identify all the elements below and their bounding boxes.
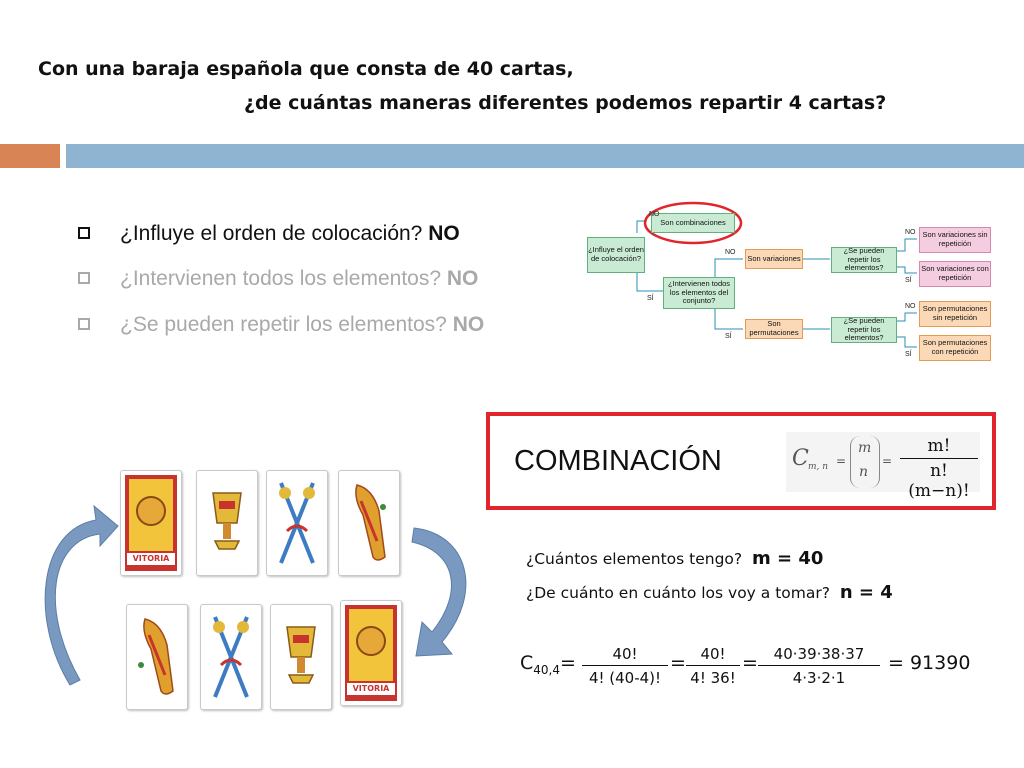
formula-symbol: C [792, 446, 809, 471]
question-text: ¿Influye el orden de colocación? [120, 222, 429, 245]
calc-subscript: 40,4 [533, 662, 560, 677]
formula-eq-2: = [882, 454, 893, 468]
checkbox-bullet-icon [78, 318, 90, 330]
calc-eq: = [560, 652, 576, 674]
card-club-top [338, 470, 400, 576]
title-line-2: ¿de cuántas maneras diferentes podemos r… [244, 92, 887, 114]
highlight-circle [643, 201, 743, 245]
flow-variaciones-con: Son variaciones con repetición [919, 261, 991, 287]
flow-repetir-variaciones: ¿Se pueden repetir los elementos? [831, 246, 897, 273]
given-n-question: ¿De cuánto en cuánto los voy a tomar? [526, 584, 830, 602]
fraction-denominator: 4·3·2·1 [792, 669, 846, 687]
orange-header-bar [0, 144, 60, 168]
combination-label: COMBINACIÓN [514, 445, 722, 477]
flow-label-si: SÍ [725, 333, 732, 340]
calc-fraction-1: 40! 4! (40-4)! [582, 645, 668, 687]
calc-lhs: C40,4= [520, 652, 576, 677]
fraction-numerator: 40! [686, 645, 740, 666]
fraction-denominator: 4! (40-4)! [588, 669, 662, 687]
binomial-bottom: n [859, 464, 869, 480]
checkbox-bullet-icon [78, 272, 90, 284]
card-cup-top [196, 470, 258, 576]
card-swords-bottom [200, 604, 262, 710]
formula-fraction: m! n!(m−n)! [900, 436, 978, 501]
calc-fraction-3: 40·39·38·37 4·3·2·1 [758, 645, 880, 687]
flow-variaciones: Son variaciones [745, 249, 803, 269]
formula-eq-1: = [836, 454, 847, 468]
card-label: VITORIA [132, 554, 170, 563]
combination-formula: C m, n = m n = m! n!(m−n)! [786, 432, 980, 501]
curved-arrow-left-icon [44, 504, 119, 686]
title-line-1: Con una baraja española que consta de 40… [38, 58, 574, 80]
flow-label-no: NO [725, 249, 736, 256]
calc-eq-3: = [742, 652, 758, 674]
question-repeat: ¿Se pueden repetir los elementos? NO [78, 313, 484, 337]
flow-label-no: NO [649, 211, 660, 218]
question-answer: NO [428, 222, 460, 245]
card-king-coins-bottom: VITORIA [340, 600, 402, 706]
calc-fraction-2: 40! 4! 36! [686, 645, 740, 687]
checkbox-bullet-icon [78, 227, 90, 239]
combination-box [486, 412, 996, 510]
question-answer: NO [446, 267, 479, 290]
question-order: ¿Influye el orden de colocación? NO [78, 222, 460, 246]
card-club-bottom [126, 604, 188, 710]
given-m-question: ¿Cuántos elementos tengo? [526, 550, 743, 568]
flow-intervienen: ¿Intervienen todos los elementos del con… [663, 277, 735, 309]
decision-flowchart: ¿Influye el orden de colocación? Son com… [575, 195, 995, 373]
given-m: ¿Cuántos elementos tengo? m = 40 [526, 548, 823, 569]
formula-denominator: n!(m−n)! [908, 461, 970, 501]
card-cup-bottom [270, 604, 332, 710]
blue-header-bar [66, 144, 1024, 168]
formula-subscript: m, n [808, 462, 829, 472]
question-text: ¿Se pueden repetir los elementos? [120, 313, 453, 336]
given-m-value: m = 40 [752, 548, 824, 569]
calc-result: = 91390 [888, 652, 971, 674]
binomial-top: m [858, 440, 872, 456]
card-swords-top [266, 470, 328, 576]
given-n-value: n = 4 [839, 582, 893, 603]
flow-label-no: NO [905, 303, 916, 310]
flow-permutaciones-sin: Son permutaciones sin repetición [919, 301, 991, 327]
question-text: ¿Intervienen todos los elementos? [120, 267, 447, 290]
card-label: VITORIA [352, 684, 390, 693]
binomial-parentheses [850, 436, 880, 488]
curved-arrow-right-icon [411, 527, 467, 657]
flow-permutaciones-con: Son permutaciones con repetición [919, 335, 991, 361]
flow-variaciones-sin: Son variaciones sin repetición [919, 227, 991, 253]
flow-label-no: NO [905, 229, 916, 236]
question-all-elements: ¿Intervienen todos los elementos? NO [78, 267, 478, 291]
flow-combinaciones: Son combinaciones [651, 213, 735, 233]
calc-symbol: C [520, 652, 534, 674]
formula-numerator: m! [900, 436, 978, 459]
flow-permutaciones: Son permutaciones [745, 319, 803, 339]
flow-label-si: SÍ [647, 295, 654, 302]
flow-repetir-permutaciones: ¿Se pueden repetir los elementos? [831, 316, 897, 343]
flowchart-connectors [636, 201, 917, 348]
fraction-denominator: 4! 36! [690, 669, 736, 687]
given-n: ¿De cuánto en cuánto los voy a tomar? n … [526, 582, 893, 603]
fraction-numerator: 40! [582, 645, 668, 666]
question-answer: NO [452, 313, 485, 336]
calc-eq-2: = [670, 652, 686, 674]
flow-label-si: SÍ [905, 351, 912, 358]
flow-label-si: SÍ [905, 277, 912, 284]
fraction-numerator: 40·39·38·37 [758, 645, 880, 666]
flow-root-question: ¿Influye el orden de colocación? [587, 237, 645, 273]
card-king-coins-top: VITORIA [120, 470, 182, 576]
